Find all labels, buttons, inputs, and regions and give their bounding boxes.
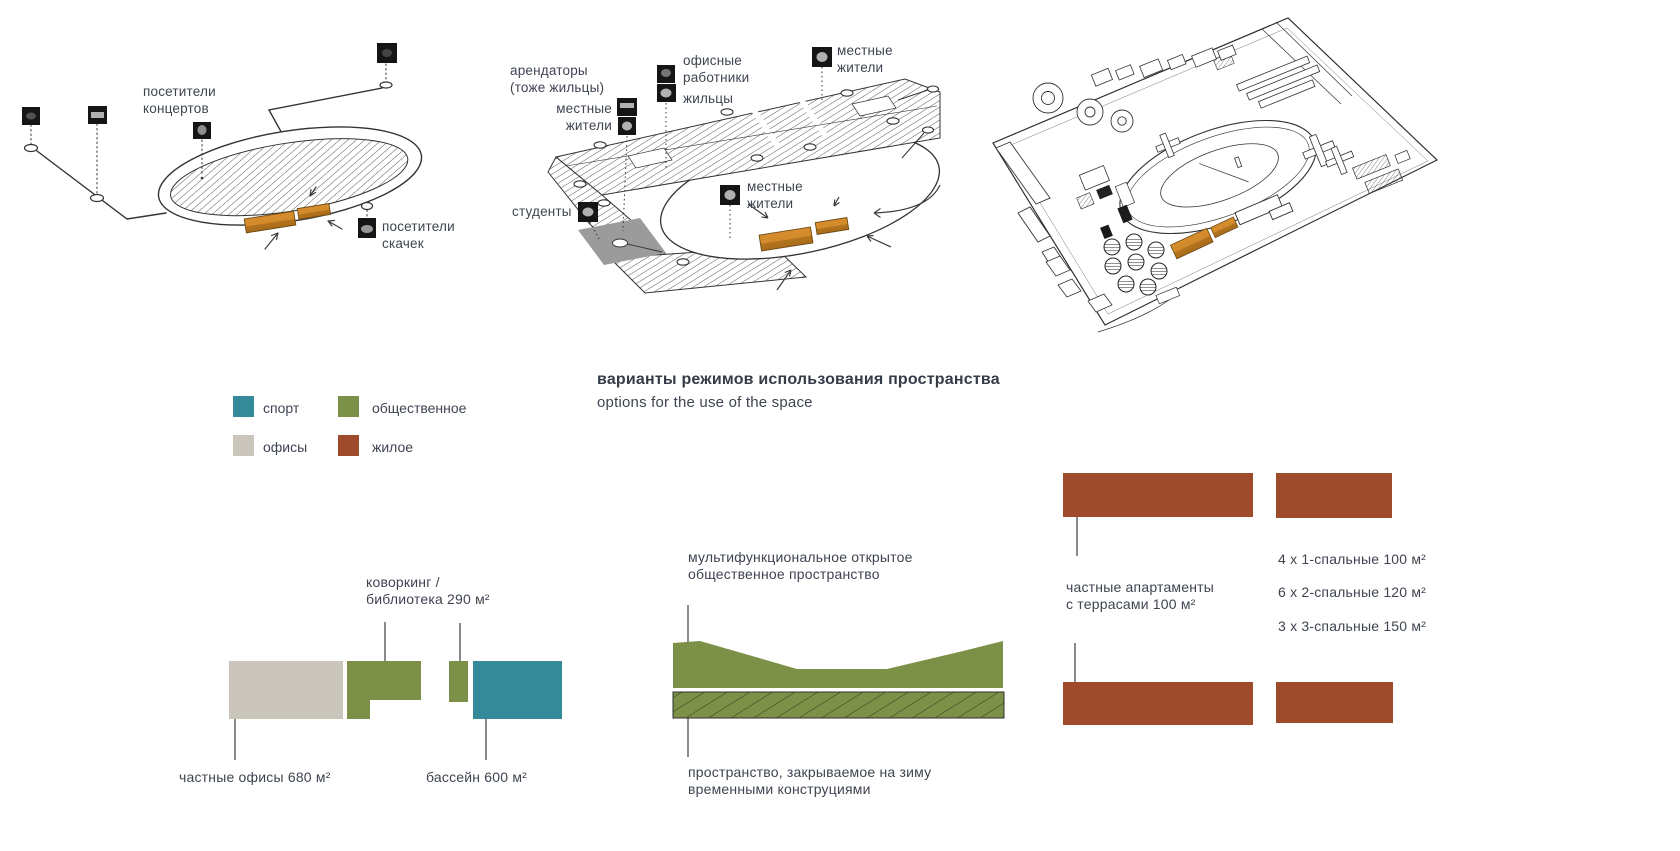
legend-label-public: общественное: [372, 400, 467, 416]
pool-label: бассейн 600 м²: [426, 769, 528, 785]
offices-label: частные офисы 680 м²: [179, 769, 331, 785]
winter-space-label: пространство, закрываемое на зиму времен…: [688, 764, 932, 797]
locals-icon: [618, 117, 636, 135]
students-icon: [578, 202, 598, 222]
race-visitors-icon: [358, 218, 376, 238]
building-row: [1090, 44, 1237, 87]
residents-label: жильцы: [683, 91, 734, 106]
site-axonometric-diagram: [992, 17, 1439, 333]
page-title: варианты режимов использования пространс…: [597, 371, 1000, 388]
race-visitors-label: посетители скачек: [382, 219, 455, 251]
leader-dotted-lines: [589, 67, 823, 240]
coworking-block: [347, 661, 421, 719]
program-blocks-drawing: [229, 473, 1393, 760]
apartment-type-2: 6 x 2-спальные 120 м²: [1278, 584, 1427, 600]
locals-top-label: местные жители: [837, 43, 893, 75]
concert-visitors-label: посетители концертов: [143, 84, 216, 116]
office-workers-label: офисные работники: [683, 53, 750, 85]
central-cluster: [1076, 165, 1136, 210]
public-space-section: [673, 641, 1003, 688]
parking-lots: [1352, 149, 1411, 195]
locals-top-icon: [812, 47, 832, 67]
office-workers-icon: [657, 65, 675, 83]
intervention-bar: [1210, 216, 1239, 239]
legend-swatch-offices: [233, 435, 254, 456]
concert-visitors-icon: [193, 122, 211, 139]
winter-space-section: [672, 691, 1005, 719]
south-buildings: [1045, 255, 1113, 313]
apartment-type-3: 3 x 3-спальные 150 м²: [1278, 618, 1427, 634]
intervention-bar: [1169, 227, 1214, 260]
intervention-bar: [814, 217, 850, 235]
tenants-label: арендаторы (тоже жильцы): [510, 63, 605, 95]
intervention-bar: [296, 203, 332, 220]
residents-icon: [657, 84, 676, 102]
cross-buildings: [1155, 132, 1355, 175]
long-buildings: [1236, 55, 1321, 109]
offices-block: [229, 661, 343, 719]
racetrack-oval: [157, 126, 423, 226]
legend-label-offices: офисы: [263, 439, 308, 455]
photo-icon: [88, 106, 107, 124]
locals-center-label: местные жители: [747, 179, 803, 211]
apartment-type-1: 4 x 1-спальные 100 м²: [1278, 551, 1427, 567]
intervention-bar: [243, 210, 297, 234]
silo-towers: [1103, 233, 1168, 296]
photo-icon: [617, 98, 637, 116]
students-plaza: [578, 218, 666, 265]
flow-arrows: [264, 186, 343, 250]
leader-lines: [234, 517, 1078, 760]
intervention-bar: [758, 226, 814, 252]
apartments-block: [1063, 682, 1253, 725]
flow-arrows: [747, 184, 941, 291]
legend-swatch-public: [338, 396, 359, 417]
library-block: [449, 661, 468, 702]
grandstand-blocks: [1234, 194, 1294, 226]
locals-left-label: местные жители: [556, 101, 612, 133]
leader-dotted-lines: [30, 63, 387, 218]
photo-icon: [22, 107, 40, 125]
legend-label-sport: спорт: [263, 400, 300, 416]
apartments-label: частные апартаменты с террасами 100 м²: [1066, 579, 1215, 612]
apartments-block: [1276, 473, 1392, 518]
photo-icon: [377, 43, 397, 63]
pool-block: [473, 661, 562, 719]
locals-center-icon: [720, 185, 740, 205]
public-space-label: мультифункциональное открытое общественн…: [688, 549, 913, 582]
legend-label-residential: жилое: [372, 439, 414, 455]
students-label: студенты: [512, 204, 572, 219]
mixed-use-scenario-diagram: [547, 47, 941, 294]
legend-swatch-residential: [338, 435, 359, 456]
coworking-label: коворкинг / библиотека 290 м²: [366, 574, 490, 607]
page-subtitle: options for the use of the space: [597, 394, 813, 411]
events-scenario-diagram: [22, 43, 423, 250]
entry-nodes: [23, 81, 393, 211]
apartments-block: [1063, 473, 1253, 517]
apartments-block: [1276, 682, 1393, 723]
round-buildings: [1032, 82, 1134, 133]
legend-swatch-sport: [233, 396, 254, 417]
